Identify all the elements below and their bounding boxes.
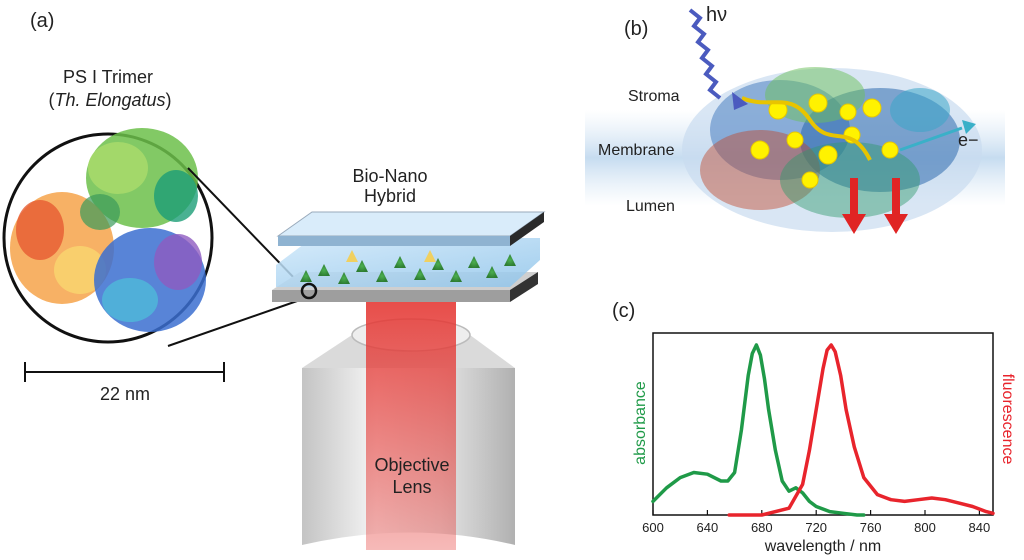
x-tick-label: 720	[805, 520, 827, 535]
energy-transfer-arrows	[741, 96, 872, 161]
objective-lens-label: Objective Lens	[352, 454, 472, 498]
psi-trimer-illustration	[2, 128, 214, 344]
hybrid-label-line2: Hybrid	[363, 186, 416, 206]
chart-y-axis-left-label: absorbance	[632, 381, 649, 465]
chart-series-group	[651, 343, 995, 517]
species-paren-open: (	[48, 90, 55, 110]
hybrid-label-line1: Bio-Nano	[352, 166, 428, 186]
lumen-label: Lumen	[626, 198, 675, 215]
photon-label: hν	[706, 4, 728, 26]
bio-nano-hybrid	[272, 211, 546, 302]
x-tick-label: 600	[642, 520, 664, 535]
chart-x-ticks: 600 640 680 720 760 800 840	[642, 510, 990, 535]
x-tick-label: 640	[697, 520, 719, 535]
photon-wave	[688, 8, 722, 100]
x-tick-label: 840	[969, 520, 991, 535]
panel-c-tag: (c)	[612, 300, 636, 322]
electron-label: e−	[958, 130, 979, 150]
panel-b-tag: (b)	[624, 18, 649, 40]
x-tick-label: 680	[751, 520, 773, 535]
panel-a-tag: (a)	[30, 10, 55, 32]
fluorescence-curve	[727, 343, 995, 517]
protein-particles	[300, 250, 516, 284]
zoom-line-bottom	[167, 299, 301, 347]
lens-label-line2: Lens	[392, 477, 432, 497]
photon-arrowhead	[732, 92, 748, 110]
chart-x-axis-label: wavelength / nm	[764, 538, 882, 555]
stroma-label: Stroma	[628, 88, 680, 105]
membrane-label: Membrane	[598, 142, 675, 159]
chlorophyll-stars	[750, 93, 899, 189]
lens-label-line1: Objective	[374, 455, 450, 475]
x-tick-label: 800	[914, 520, 936, 535]
scale-bar-label: 22 nm	[99, 384, 151, 404]
chart-y-axis-right-label: fluorescence	[999, 373, 1016, 465]
psi-trimer-species: (Th. Elongatus)	[35, 90, 185, 111]
chart-plot-area	[652, 332, 994, 516]
psi-trimer-title: PS I Trimer	[62, 67, 153, 87]
electron-arrow	[899, 120, 976, 152]
spectrum-chart: 600 640 680 720 760 800 840	[642, 332, 995, 535]
bio-nano-hybrid-label: Bio-Nano Hybrid	[330, 166, 450, 206]
x-tick-label: 760	[860, 520, 882, 535]
fluorescence-arrows	[842, 178, 908, 234]
absorbance-curve	[651, 343, 866, 517]
species-name: Th. Elongatus	[54, 90, 166, 110]
species-paren-close: )	[165, 90, 172, 110]
scale-bar	[24, 362, 225, 382]
objective-lens	[302, 300, 515, 550]
